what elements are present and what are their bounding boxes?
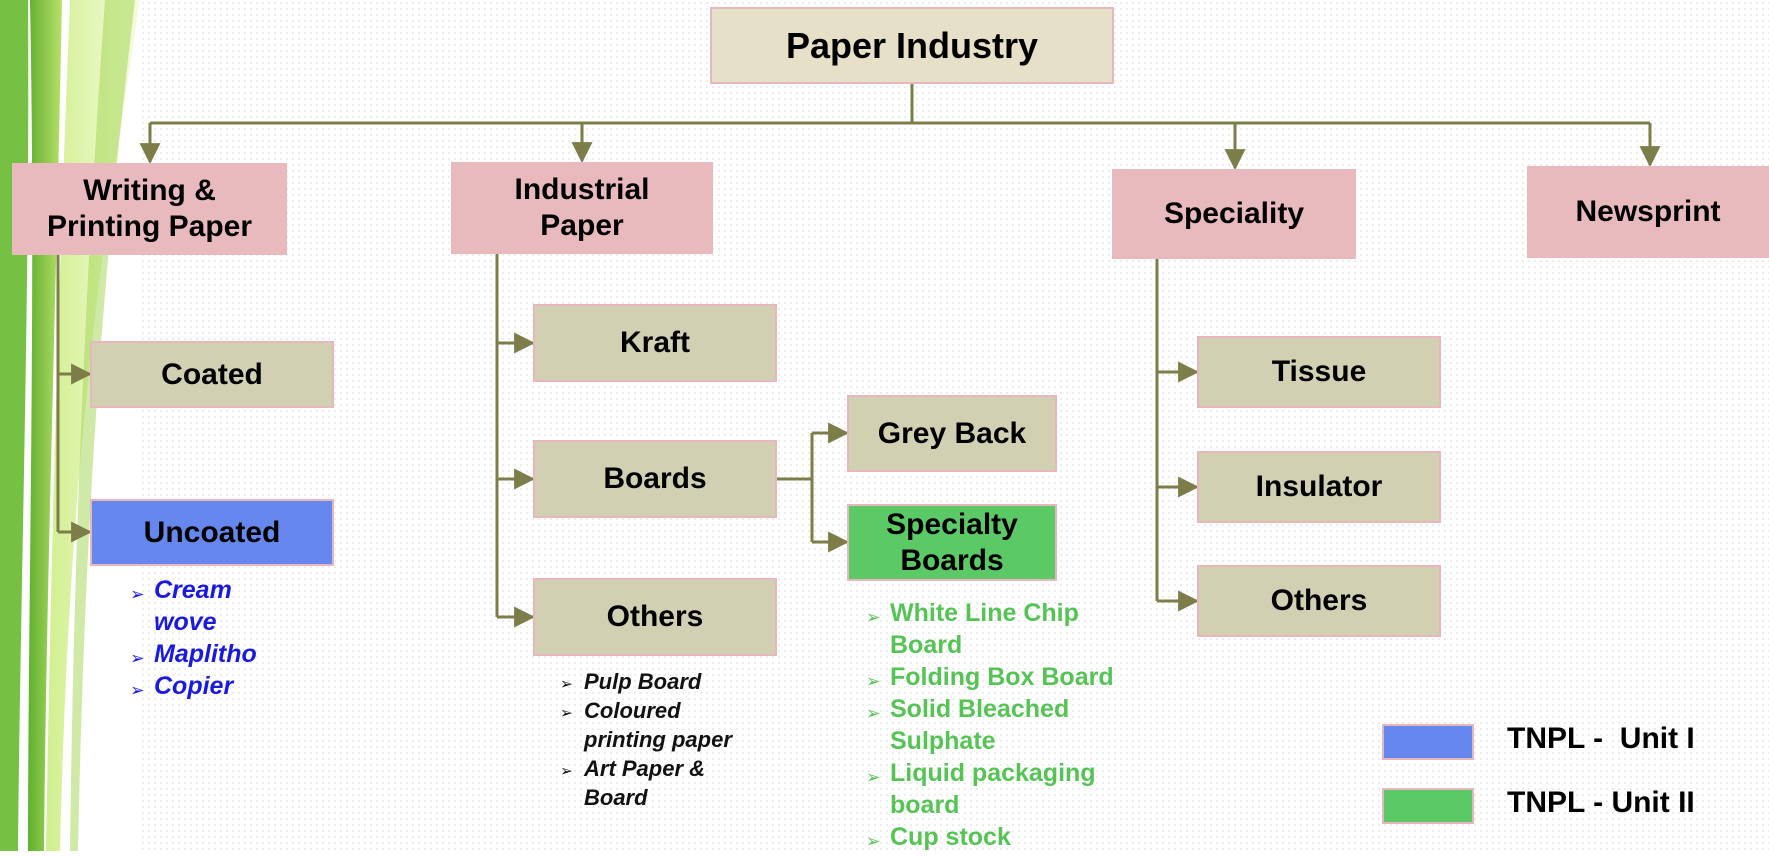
node-uncoated: Uncoated: [90, 499, 334, 566]
category-newsprint: Newsprint: [1527, 166, 1769, 258]
uncoated-list: Cream wove Maplitho Copier: [130, 574, 280, 706]
others-list: Pulp Board Coloured printing paper Art P…: [560, 667, 740, 812]
legend-label-unit-1: TNPL - Unit I: [1507, 722, 1695, 755]
list-item: Art Paper & Board: [560, 754, 740, 812]
list-item: Copier: [130, 670, 280, 706]
node-tissue: Tissue: [1197, 336, 1441, 408]
list-item: White Line Chip Board: [866, 597, 1156, 661]
category-writing-label: Writing & Printing Paper: [46, 174, 253, 243]
category-speciality-label: Speciality: [1163, 197, 1305, 230]
node-specialty-boards: Specialty Boards: [847, 504, 1057, 581]
node-coated: Coated: [90, 341, 334, 408]
specialty-boards-label: Specialty Boards: [886, 507, 1018, 577]
root-label: Paper Industry: [785, 24, 1039, 66]
list-item: Maplitho: [130, 638, 280, 674]
category-newsprint-label: Newsprint: [1575, 195, 1721, 228]
node-kraft: Kraft: [533, 304, 777, 382]
list-item: Folding Box Board: [866, 661, 1156, 697]
kraft-label: Kraft: [619, 326, 690, 359]
category-speciality: Speciality: [1112, 169, 1356, 259]
list-item: Cream wove: [130, 574, 280, 638]
node-grey-back: Grey Back: [847, 395, 1057, 472]
insulator-label: Insulator: [1255, 470, 1383, 503]
speciality-others-label: Others: [1270, 584, 1368, 617]
uncoated-label: Uncoated: [143, 515, 281, 549]
boards-label: Boards: [603, 462, 707, 495]
list-item: Cup stock: [866, 821, 1156, 857]
category-writing-printing: Writing & Printing Paper: [12, 163, 287, 255]
legend-label-unit-2: TNPL - Unit II: [1507, 786, 1695, 819]
category-industrial-label: Industrial Paper: [514, 173, 650, 242]
list-item: Solid Bleached Sulphate: [866, 693, 1156, 757]
node-speciality-others: Others: [1197, 565, 1441, 637]
coated-label: Coated: [161, 357, 263, 391]
specialty-boards-list: White Line Chip Board Folding Box Board …: [866, 597, 1156, 857]
tissue-label: Tissue: [1271, 355, 1367, 388]
node-industrial-others: Others: [533, 578, 777, 656]
grey-back-label: Grey Back: [877, 416, 1027, 450]
root-node: Paper Industry: [710, 7, 1114, 84]
node-insulator: Insulator: [1197, 451, 1441, 523]
legend-swatch-unit-2: [1382, 788, 1474, 824]
industrial-others-label: Others: [606, 600, 704, 633]
category-industrial: Industrial Paper: [451, 162, 713, 254]
list-item: Coloured printing paper: [560, 696, 740, 754]
list-item: Pulp Board: [560, 667, 740, 699]
node-boards: Boards: [533, 440, 777, 518]
legend-swatch-unit-1: [1382, 724, 1474, 760]
list-item: Liquid packaging board: [866, 757, 1156, 821]
